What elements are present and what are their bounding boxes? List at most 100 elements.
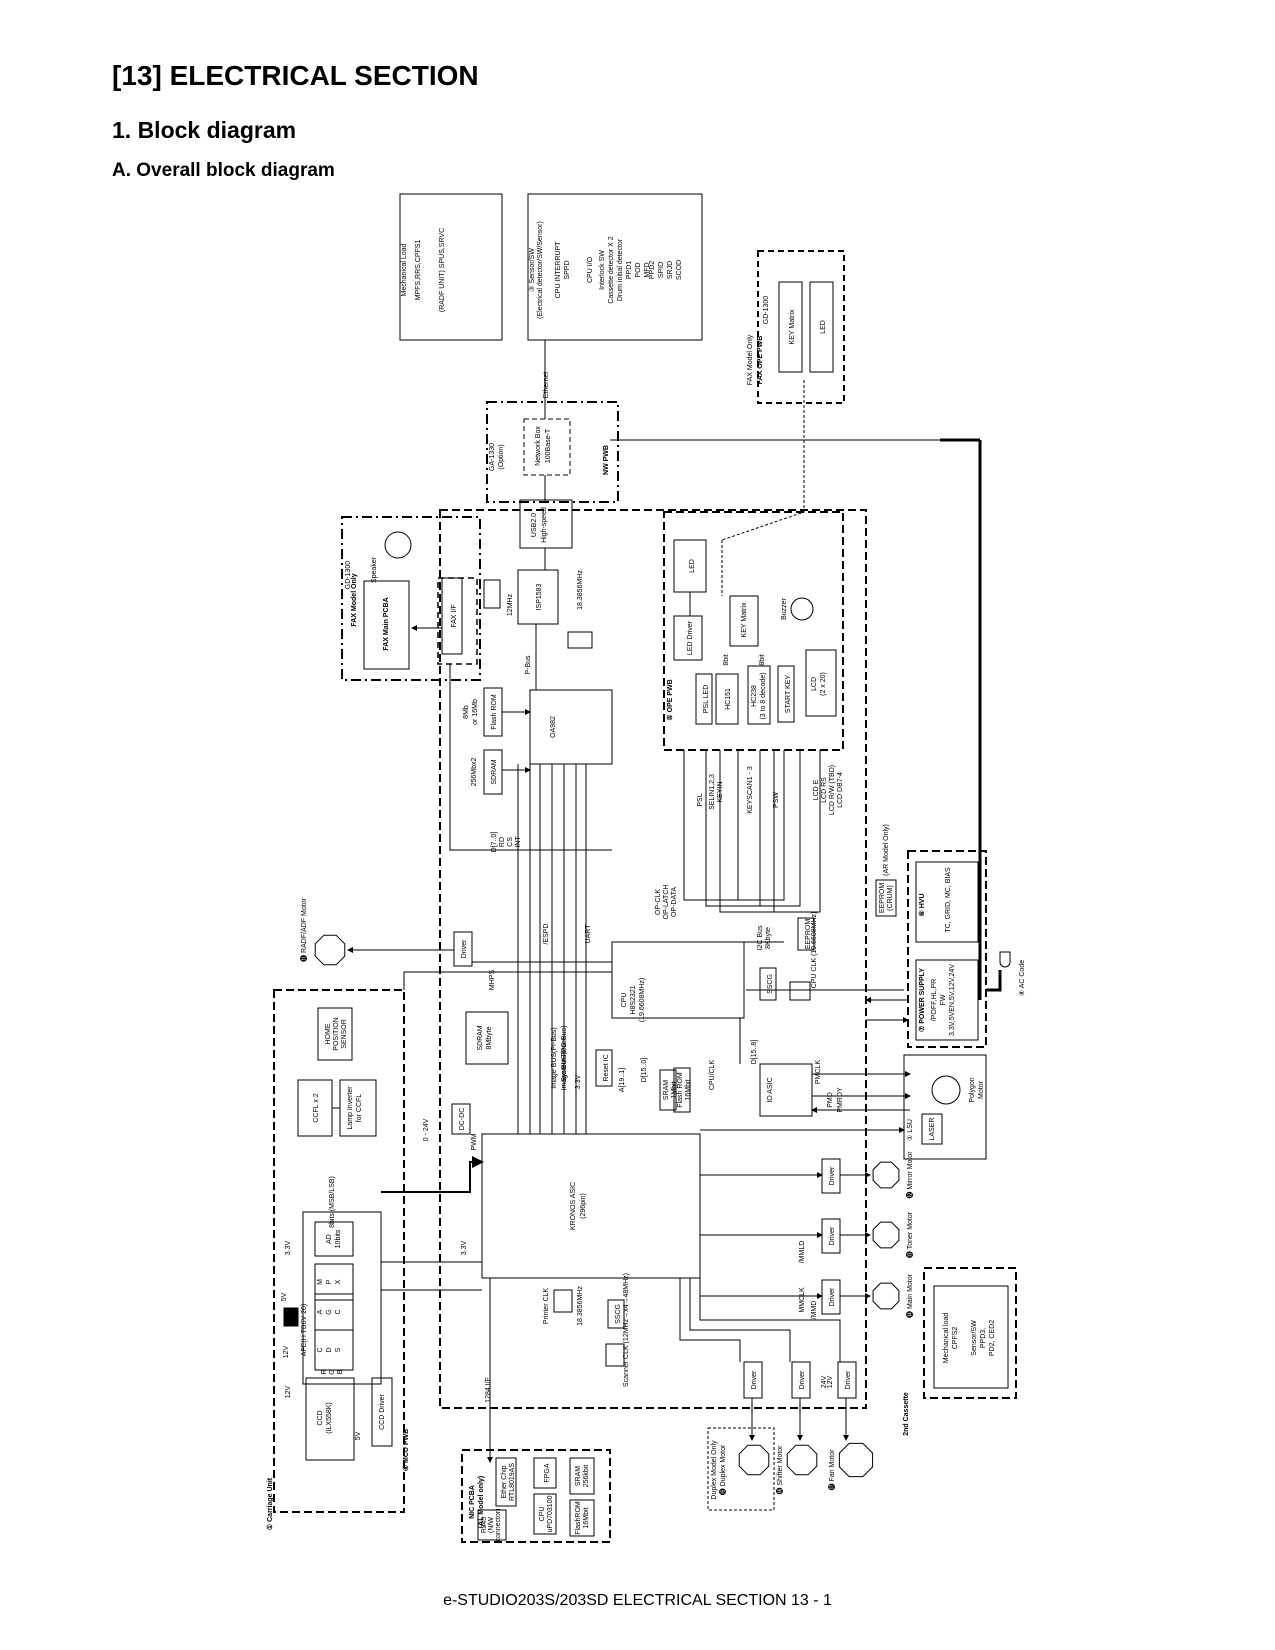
kronos-label-line: (296pin) xyxy=(580,1193,587,1219)
sig-lcd-line: LCD E xyxy=(813,779,820,800)
sig-selin-line: SELIN1,2,3 xyxy=(709,774,716,810)
home-sensor-label-line: HOME xyxy=(325,1023,332,1044)
network-box-label-line: 100Base-T xyxy=(545,428,552,463)
psu-items-line: FW xyxy=(940,994,947,1005)
ac-cord xyxy=(986,970,1002,992)
lsu-box xyxy=(903,1054,987,1160)
data-bus-label-line: RD xyxy=(499,837,506,847)
sensor-items-2-line: SRJD xyxy=(667,261,674,279)
mirror-motor-icon xyxy=(872,1161,900,1189)
sensor-items-line: MFD xyxy=(644,262,651,277)
mech-load2-label-line: Mechanical load xyxy=(943,1313,950,1364)
hc151-label-line: HC151 xyxy=(725,688,732,710)
duplex-motor-label-line: ⓯ Duplex Motor xyxy=(719,1444,727,1495)
hc238-label-line: HC238 xyxy=(751,685,758,707)
nw-pwb-label-line: NW PWB xyxy=(603,445,610,475)
ope-led-label-line: LED xyxy=(689,559,696,573)
pbus-label-line: P-Bus xyxy=(525,655,532,675)
rj45-box xyxy=(477,1509,507,1541)
ether-chip-box xyxy=(495,1457,517,1507)
sram2-box xyxy=(569,1457,595,1495)
cpuclk-label-line: CPU/CLK xyxy=(709,1059,716,1090)
ope-key-matrix-box xyxy=(729,595,759,647)
hc238-box xyxy=(747,665,771,725)
cpu2-label-line: uPD703100 xyxy=(547,1495,554,1532)
afe-label-line: AFE(H TB6V 26) xyxy=(301,1304,308,1356)
printer-clk-crystal xyxy=(553,1289,573,1313)
v33b-label-line: 3.3V xyxy=(285,1240,292,1255)
fan-motor-label-line: ⓱ Fan Motor xyxy=(828,1449,836,1491)
kronos-label-line: KRONOS ASIC xyxy=(570,1182,577,1230)
mhps-label-line: MHPS xyxy=(489,970,496,991)
mpx-box xyxy=(314,1263,354,1301)
psl-led-label-line: PSL LED xyxy=(703,685,710,714)
fan-motor-icon xyxy=(838,1442,874,1478)
ope-wire-0 xyxy=(683,750,740,901)
i2c-label-line: 8Kbyte xyxy=(765,927,772,949)
ad-kronos-line xyxy=(381,1156,484,1193)
clk-18b-label-line: 18.3856MHz xyxy=(577,1286,584,1326)
cpu-label-line: H8S2321 xyxy=(630,985,637,1014)
nic-pcba xyxy=(461,1449,611,1543)
subsection-title: 1. Block diagram xyxy=(112,117,297,143)
sig-lcd-line: LCD DB7-4 xyxy=(837,772,844,808)
main-driver-label-line: Driver xyxy=(829,1287,836,1306)
ope-pwb-label-line: ⑤ OPE PWB xyxy=(666,679,674,720)
shifter-driver-label-line: Driver xyxy=(799,1370,806,1389)
gd1300-label-line: GD-1300 xyxy=(345,561,352,590)
rgb-label-line: G xyxy=(329,1369,336,1374)
v12c-label-line: 12V xyxy=(827,1375,834,1388)
radf-motor-icon xyxy=(314,934,346,966)
fpga-label-line: FPGA xyxy=(544,1463,551,1482)
ccd-driver-label-line: CCD Driver xyxy=(379,1393,386,1429)
crum-box xyxy=(875,879,897,917)
rj45-label-line: RJ45 xyxy=(481,1517,488,1533)
pmclk-label-line: PMCLK xyxy=(815,1060,822,1084)
eeprom-box xyxy=(797,917,815,951)
sensor-label-line: ③ Sensor/SW xyxy=(528,248,536,292)
oa982-label-line: OA982 xyxy=(550,716,557,738)
home-sensor-label-line: SENSOR xyxy=(341,1019,348,1049)
psl-led-box xyxy=(695,673,713,725)
v12b-label-line: 12V xyxy=(285,1385,292,1398)
fan-driver-label-line: Driver xyxy=(845,1370,852,1389)
hc151-box xyxy=(715,673,739,725)
second-cassette-region xyxy=(923,1267,1017,1399)
ac-plug-icon xyxy=(999,951,1011,968)
sensor-items-2-line: PPD2 xyxy=(649,261,656,279)
laser-box xyxy=(921,1113,943,1145)
reset-ic-label-line: Reset IC xyxy=(603,1054,610,1081)
v24-label-line: 24V xyxy=(821,1375,828,1388)
ccd-driver-box xyxy=(371,1377,393,1447)
led-driver-label-line: LED Driver xyxy=(687,620,694,655)
ope-wire-6 xyxy=(740,750,785,901)
dcdc-box xyxy=(451,1103,471,1135)
mechanical-load-label-line: Mechanical Load xyxy=(401,243,408,296)
pmrdy-label-line: PMRDY xyxy=(837,1087,844,1113)
fax-gd1300-line: GD-1300 xyxy=(763,296,770,325)
network-box xyxy=(523,418,571,476)
duplex-region xyxy=(707,1427,775,1511)
duplex-motor-label-line: Duplex Model Only xyxy=(711,1440,718,1500)
clk-18-label-line: 18.3856MHz xyxy=(577,570,584,610)
kronos-shifter-line xyxy=(689,1278,791,1362)
cpu2-label-line: CPU xyxy=(539,1507,546,1522)
start-key-label-line: START KEY xyxy=(785,675,792,713)
v024-label-line: 0 - 24V xyxy=(423,1118,430,1141)
mech-load2-items-line: PD2, CED2 xyxy=(989,1320,996,1356)
fax-model-only-2-line: FAX Model Only xyxy=(351,573,358,626)
ad-label-line: AD xyxy=(326,1234,333,1244)
mmd-label-line: /MMD xyxy=(811,1301,818,1320)
pmd-label-line: PMD xyxy=(827,1092,834,1108)
crystal-18 xyxy=(567,631,593,649)
data-bus-label-line: D[7..0] xyxy=(491,832,498,853)
mech-load2-box xyxy=(933,1285,1009,1389)
sig-lcd-line: LCD R/W (TBD) xyxy=(829,765,836,815)
hvu-items-line: TC, GRID, MC, BIAS xyxy=(945,867,952,933)
sscg-label-line: SSCG xyxy=(767,974,774,994)
flash-rom-size-line: or 16Mb xyxy=(472,699,479,725)
uart-label-line: UART xyxy=(585,924,592,944)
io-asic-label-line: IO ASIC xyxy=(767,1077,774,1102)
ope-wire-3 xyxy=(737,750,740,901)
speaker-icon xyxy=(384,531,412,559)
